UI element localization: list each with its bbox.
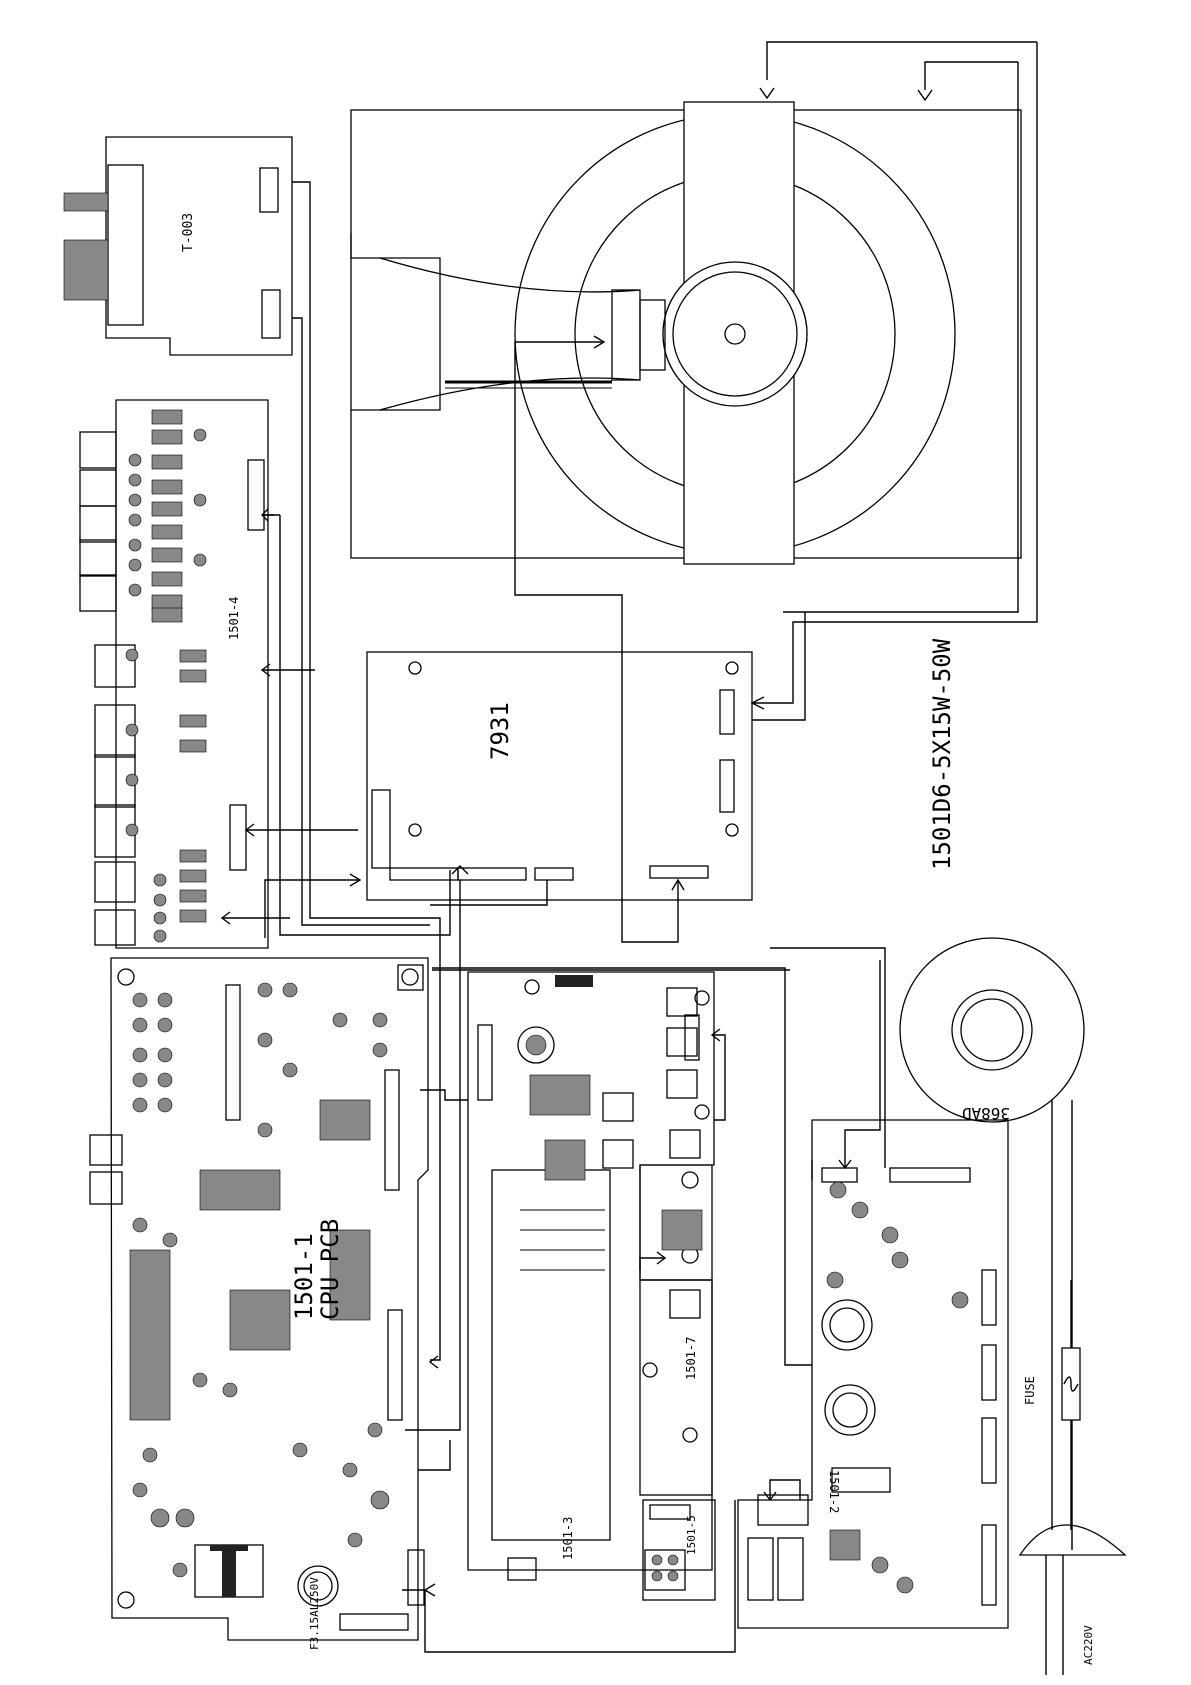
dvd-board-7931: 7931 (367, 652, 752, 900)
fuse-spec-label: F3.15AL250V (308, 1577, 321, 1650)
fuse-and-ac-plug: FUSE AC220V (1020, 1100, 1125, 1675)
output-board-1501-4: 1501-4 (80, 400, 268, 948)
board-1501-5-label: 1501-5 (685, 1515, 698, 1555)
t003-board: T-003 (64, 137, 292, 355)
board-1501-5: 1501-5 (643, 1500, 715, 1600)
model-label: 1501D6-5X15W-50W (928, 638, 956, 870)
power-board-label: 1501-2 (827, 1470, 841, 1513)
wiring-harness (222, 42, 1037, 1652)
output-board-label: 1501-4 (227, 597, 241, 640)
speaker-label: 368AD (962, 1104, 1010, 1123)
fuse-label: FUSE (1023, 1376, 1037, 1405)
power-board-1501-2: 1501-2 (738, 1120, 1008, 1628)
cpu-board-sublabel: CPU PCB (316, 1219, 344, 1320)
cpu-components (130, 983, 389, 1577)
cpu-board-label: 1501-1 (290, 1233, 318, 1320)
t003-label: T-003 (181, 213, 196, 252)
display-board-1501-3: 1501-3 (468, 972, 714, 1580)
output-jacks (80, 432, 135, 945)
speaker-368ad: 368AD (900, 938, 1084, 1123)
cpu-board-1501-1: 1501-1 CPU PCB F3.15AL250V (90, 958, 428, 1650)
dvd-board-label: 7931 (486, 702, 514, 760)
display-board-1501-7: 1501-7 (640, 1165, 712, 1495)
board-1501-3-label: 1501-3 (561, 1517, 575, 1560)
ac-label: AC220V (1082, 1625, 1095, 1665)
board-1501-7-label: 1501-7 (684, 1337, 698, 1380)
output-components (126, 410, 264, 942)
dvd-loader-mechanism (351, 102, 1021, 564)
